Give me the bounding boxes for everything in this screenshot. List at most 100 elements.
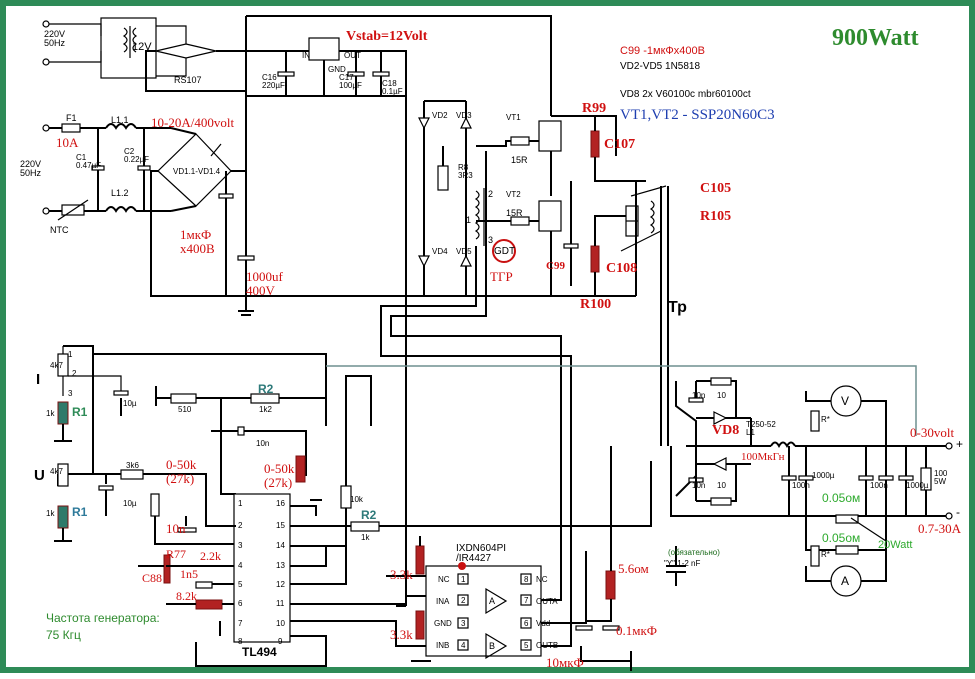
out-c10n-a-label: 10n [692, 391, 706, 400]
out-rstar-b-label: R* [821, 550, 830, 559]
r8-label: R8 3R3 [458, 163, 473, 180]
gdt-label: GDT [494, 246, 516, 257]
r33a-label: 3.3k [390, 567, 413, 582]
pin3-label: 3 [68, 389, 73, 398]
driver-gnd-label: GND [434, 619, 452, 628]
r82-label: 8.2k [176, 589, 197, 603]
fuse-label: F1 [66, 113, 77, 123]
l12-label: L1.2 [111, 188, 129, 198]
driver-ina-label: INA [436, 597, 450, 606]
r050a-label: 0-50k (27k) [264, 461, 295, 491]
bridge-rating-label: 10-20A/400volt [151, 115, 235, 130]
out-plus-label: + [956, 437, 964, 451]
out-r10b-label: 10 [717, 481, 726, 490]
driver-vdd-label: Vdd [536, 619, 551, 628]
r99-label: R99 [582, 101, 607, 116]
out-vd8-label: VD8 [712, 423, 740, 438]
schematic-drawing [42, 15, 953, 671]
r15a-label: 15R [511, 155, 528, 165]
out-c1000a-label: 1000µ [812, 471, 835, 480]
bridge-label: VD1.1-VD1.4 [173, 167, 221, 176]
l11-label: L1.1 [111, 115, 129, 125]
r77-value-label: 2.2k [200, 549, 221, 563]
c10n-label: 10n [256, 439, 270, 448]
vstab-label: Vstab=12Volt [346, 29, 428, 44]
c88-label: C88 [142, 571, 163, 585]
c10uf-label: 10мкФ [546, 655, 584, 670]
half-bridge [405, 16, 669, 446]
driver-nc2-label: NC [536, 575, 548, 584]
r1a-label: R1 [72, 405, 88, 419]
out-c1000b-label: 1000µ [906, 481, 929, 490]
c2-label: C2 0.22µF [124, 147, 150, 164]
aux-mains-label: 220V 50Hz [44, 29, 66, 48]
driver-outb-label: OUTB [536, 641, 559, 650]
out-load-label: 100 5W [934, 469, 948, 486]
y-cap-note-1: (обязательно) [668, 548, 720, 557]
control-block [54, 345, 652, 667]
tp-label: Тр [668, 299, 687, 316]
note-vt: VT1,VT2 - SSP20N60C3 [620, 107, 775, 123]
c01-label: 0.1мкФ [616, 623, 658, 638]
r050b-label: 0-50k (27k) [166, 457, 197, 487]
frequency-note: Частота генератора: 75 Кгц [46, 611, 160, 642]
out-c100n-b-label: 100n [870, 481, 888, 490]
fuse-rating-label: 10A [56, 135, 79, 150]
vd5-label: VD5 [456, 247, 472, 256]
c1n5-label: 1n5 [180, 567, 198, 581]
driver-inb-label: INB [436, 641, 450, 650]
c99-label: C99 [546, 260, 565, 272]
aux-supply [42, 15, 552, 296]
c10u-a-label: 10µ [123, 399, 137, 408]
r1b-label: R1 [72, 505, 88, 519]
ammeter-label: A [841, 574, 850, 588]
pin1-label: 1 [68, 350, 73, 359]
power-title: 900Watt [832, 25, 919, 51]
cap-1uf-label: 1мкФ x400В [180, 227, 215, 257]
vt1-label: VT1 [506, 113, 521, 122]
tgr-label: ТГР [490, 269, 513, 284]
out-l1-value: 100МкГн [741, 451, 785, 463]
out-c10n-b-label: 10n [692, 481, 706, 490]
r1k-a-label: 1k [46, 409, 55, 418]
note-vd2vd5: VD2-VD5 1N5818 [620, 61, 701, 72]
note-c99: C99 -1мкФх400В [620, 45, 705, 57]
out-l1-label: T250-52 L1 [746, 420, 776, 437]
vd2-label: VD2 [432, 111, 448, 120]
driver-chip-label: IXDN604PI /IR4427 [456, 543, 507, 564]
u-label: U [34, 467, 45, 484]
r1k2-label: 1k2 [259, 405, 272, 414]
c1-label: C1 0.47µF [76, 153, 102, 170]
c16-label: C16 220µF [262, 73, 285, 90]
out-c100n-label: 100n [792, 481, 810, 490]
r2b-label: R2 [361, 508, 377, 522]
c18-label: C18 0.1µF [382, 79, 403, 96]
ntc-label: NTC [50, 225, 69, 235]
y-cap-note-2: "Y" 1-2 nF [664, 559, 701, 568]
c17-label: C17 100µF [339, 73, 362, 90]
pot-a-label: 4k7 [50, 361, 63, 370]
reg-out-label: OUT [344, 51, 361, 60]
out-minus-label: - [956, 505, 960, 519]
input-stage [42, 123, 636, 316]
c10u-b-label: 10µ [123, 499, 137, 508]
r33b-label: 3.3k [390, 627, 413, 642]
r15b-label: 15R [506, 208, 523, 218]
driver-ic [380, 151, 686, 671]
r105-label: R105 [700, 209, 732, 224]
r10k-label: 10k [350, 495, 363, 504]
driver-nc1-label: NC [438, 575, 450, 584]
winding-1-label: 2 [488, 189, 494, 199]
winding-2-label: 1 [466, 215, 472, 225]
out-rstar-a-label: R* [821, 415, 830, 424]
r56-label: 5.6ом [618, 561, 649, 576]
tl494-label: TL494 [242, 645, 277, 659]
out-r10a-label: 10 [717, 391, 726, 400]
r2a-label: R2 [258, 382, 274, 396]
r510-label: 510 [178, 405, 192, 414]
out-shunt-b-label: 0.05ом [822, 531, 861, 545]
reg-in-label: IN [302, 51, 310, 60]
cap-1000uf-label: 1000uf 400V [246, 269, 283, 299]
c105-label: C105 [700, 181, 732, 196]
